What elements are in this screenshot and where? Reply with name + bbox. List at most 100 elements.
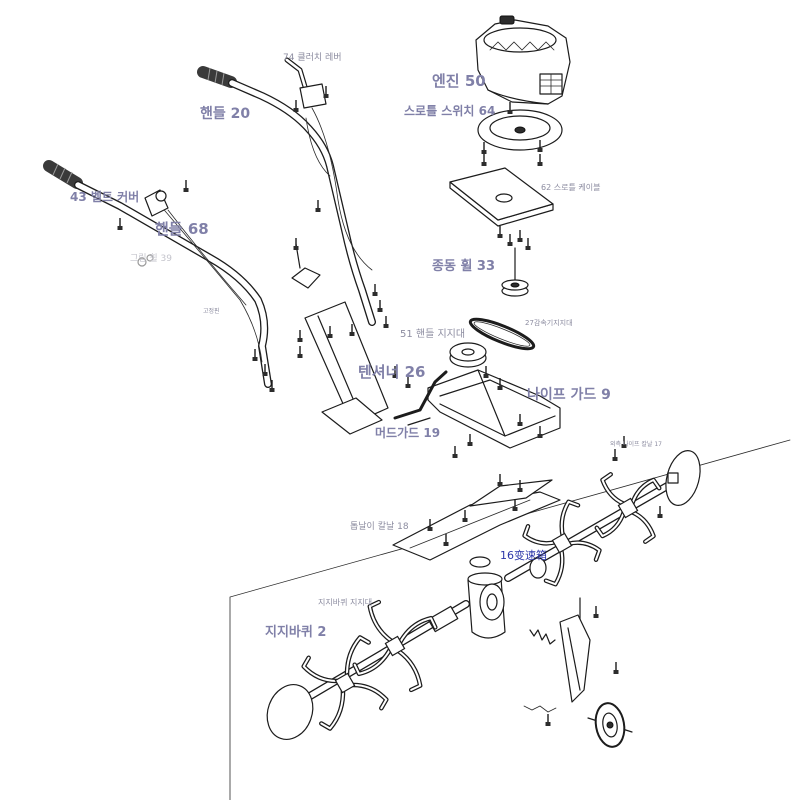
bolt [537,154,543,166]
bolt-head [269,388,275,392]
bolt-head [383,324,389,328]
bolt [613,662,619,674]
tensioner-arm [393,370,448,420]
engine-cooling-fins [489,41,555,51]
label-handle-right: 핸들 20 [200,106,250,122]
right-side-disc [665,450,701,506]
gearbox-top [467,572,503,586]
tine-blade-highlight [346,636,370,679]
grip-rib [66,171,73,184]
tine-set [352,599,438,693]
tine-blade [522,524,559,546]
bolt [383,316,389,328]
tine-blade-highlight [631,479,661,505]
label-mudguard: 머드가드 19 [375,425,440,440]
bolt [377,300,383,312]
label-driven-wheel: 종동 휠 33 [432,258,495,274]
handle-support-foot [321,397,383,435]
pulley-dish [477,109,563,151]
bolt [537,140,543,152]
bolt-head [462,518,468,522]
tine-blade [565,540,602,562]
engine [475,15,571,105]
chassis-frame-crossbar [477,369,506,437]
handle-left-bar-highlight [75,182,271,387]
support-wheel-spring [529,629,556,645]
saw-blade-plate [392,491,561,561]
bolt [497,226,503,238]
label-saw-blade: 톱날이 칼날 18 [350,521,409,532]
grip-rib [59,167,66,180]
bolt [512,499,518,511]
bolt [392,366,398,378]
upper-guard-plate [469,479,553,507]
label-throttle-switch: 스로틀 스위치 64 [404,103,495,118]
handle-support-column [291,243,389,435]
part-labels: 74 클러치 레버 엔진 50 핸들 20 스로틀 스위치 64 62 스로틀 … [70,51,662,640]
bolt [297,346,303,358]
tensioner-pulley-hub [461,348,475,356]
gearbox-bearing-bore [486,593,498,611]
label-engine: 엔진 50 [432,72,486,90]
bolt [297,330,303,342]
tine-blade-highlight [398,617,437,644]
label-throttle-cable: 62 스로틀 케이블 [541,182,600,192]
label-clutch-lever: 74 클러치 레버 [283,51,342,63]
label-gearbox: 16变速箱 [500,548,547,562]
bolt-head [467,442,473,446]
bolt-head [349,332,355,336]
bolt [497,378,503,390]
bolt-head [497,234,503,238]
bolt-head [297,354,303,358]
bolt-head [497,386,503,390]
bolt-head [117,226,123,230]
tensioner-pulley-upper [449,342,487,362]
tine-set [522,499,602,587]
engine-mounting-plate [449,167,554,227]
bolt-head [183,188,189,192]
grip-rib [221,72,225,86]
label-tensioner: 텐셔너 26 [358,363,426,381]
gearbox-bushing [529,557,547,579]
bolt-head [537,148,543,152]
bolt [507,234,513,246]
bolt [545,714,551,726]
tine-blade-highlight [523,525,558,545]
bolt [269,380,275,392]
tine-set [594,472,662,544]
bolt-head [252,357,258,361]
throttle-cable [305,117,331,177]
drive-belt [468,317,536,351]
support-wheel-fasteners [523,705,557,713]
clutch-cable [311,107,373,271]
grip-wheel-ring [146,254,154,262]
support-wheel-rim [602,712,618,738]
bolt-head [293,108,299,112]
bolt [372,284,378,296]
grip-wheel-part [137,254,154,267]
bolt-head [315,208,321,212]
belt-cover-bracket [144,189,169,217]
bolt [405,376,411,388]
bolt [462,510,468,522]
bolt-head [517,238,523,242]
grip-rib [207,67,211,81]
tine-blade-highlight [397,649,422,691]
bolt [657,506,663,518]
tine-blade-highlight [560,500,579,539]
bolt [481,142,487,154]
bolt [612,449,618,461]
bolt-head [537,434,543,438]
tine-blade [396,648,423,693]
blade-plates [392,479,561,561]
tensioner-rod [407,417,431,426]
tine-blade [367,599,394,644]
label-handle-left: 핸들 68 [155,220,209,238]
left-control-cable [159,204,263,363]
bolts-and-nuts [117,86,663,726]
bolt-head [497,482,503,486]
bolt [517,480,523,492]
tine-set [301,635,389,731]
pulley-dish-inner [489,115,551,141]
